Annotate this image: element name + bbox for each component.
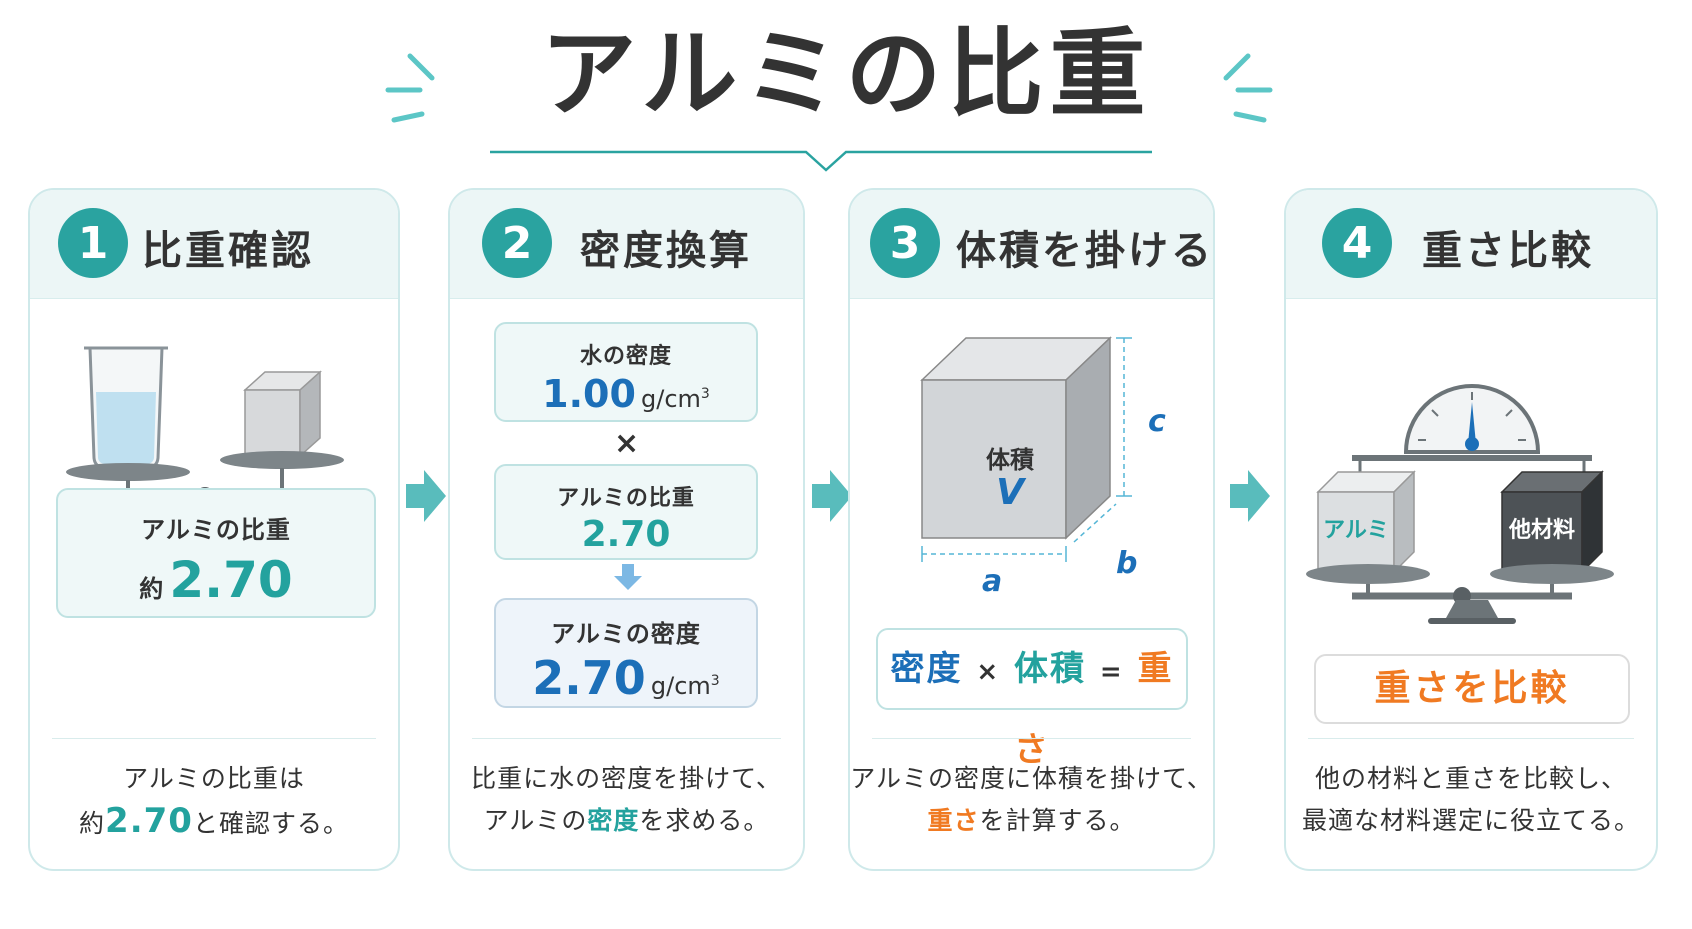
caption-line-2: アルミの密度を求める。 xyxy=(483,806,770,835)
step-title: 密度換算 xyxy=(580,228,752,274)
step-caption: アルミの密度に体積を掛けて、 重さを計算する。 xyxy=(850,758,1213,842)
aluminum-block-label: アルミ xyxy=(1323,518,1389,543)
cube-volume-icon xyxy=(920,336,1132,562)
multiply-sign: × xyxy=(614,426,640,461)
step-header: 4 重さ比較 xyxy=(1286,190,1656,299)
volume-symbol: V xyxy=(996,472,1024,513)
right-arrow-icon xyxy=(1230,470,1270,522)
step-title: 体積を掛ける xyxy=(956,228,1214,274)
box-value: 2.70 xyxy=(169,551,293,609)
divider xyxy=(1308,738,1634,739)
step-number-badge: 1 xyxy=(58,208,128,278)
right-arrow-icon xyxy=(406,470,446,522)
step-number-badge: 2 xyxy=(482,208,552,278)
caption-line-2: 最適な材料選定に役立てる。 xyxy=(1301,806,1640,835)
step-caption: 比重に水の密度を掛けて、 アルミの密度を求める。 xyxy=(450,758,803,842)
unit: g/cm3 xyxy=(641,385,710,413)
specific-gravity-box: アルミの比重 2.70 xyxy=(494,464,758,560)
caption-highlight: 密度 xyxy=(587,806,640,835)
right-arrow-icon xyxy=(812,470,852,522)
step-caption: 他の材料と重さを比較し、 最適な材料選定に役立てる。 xyxy=(1286,758,1656,842)
formula-volume: 体積 xyxy=(1014,649,1086,689)
page-title: アルミの比重 xyxy=(540,18,1152,130)
formula-equals: = xyxy=(1099,657,1124,687)
caption-value: 2.70 xyxy=(105,801,193,841)
caption-line-2: 重さを計算する。 xyxy=(927,806,1136,835)
weight-formula-box: 密度 × 体積 = 重さ xyxy=(876,628,1188,770)
step-header: 2 密度換算 xyxy=(450,190,803,299)
step-card-1: 1 比重確認 アルミの比重 約 2.70 xyxy=(28,188,400,871)
step-title: 比重確認 xyxy=(142,228,314,274)
aluminum-density-box: アルミの密度 2.70 g/cm3 xyxy=(494,598,758,708)
formula-weight: 重さ xyxy=(1014,649,1174,770)
dial-gauge-icon xyxy=(1403,384,1541,454)
balance-scale-icon xyxy=(1306,384,1614,605)
step-title: 重さ比較 xyxy=(1422,228,1594,274)
caption-line-1: アルミの比重は xyxy=(123,764,305,793)
water-density-box: 水の密度 1.00 g/cm3 xyxy=(494,322,758,422)
step-header: 1 比重確認 xyxy=(30,190,398,299)
caption-highlight: 重さ xyxy=(927,806,980,835)
formula-density: 密度 xyxy=(890,649,963,689)
density-label: アルミの密度 xyxy=(551,620,701,648)
scale-base xyxy=(1428,600,1516,624)
step-card-4: 4 重さ比較 アルミ xyxy=(1284,188,1658,871)
divider xyxy=(472,738,781,739)
step-number-badge: 3 xyxy=(870,208,940,278)
box-prefix: 約 xyxy=(139,575,165,603)
box-label: アルミの比重 xyxy=(141,516,291,544)
burst-lines-left-icon xyxy=(385,53,435,123)
caption-line-2: 約2.70と確認する。 xyxy=(79,801,349,841)
gravity-label: アルミの比重 xyxy=(557,486,695,511)
gravity-value: 2.70 xyxy=(581,514,671,555)
caption-line-1: 比重に水の密度を掛けて、 xyxy=(471,764,782,793)
other-material-block-label: 他材料 xyxy=(1508,518,1575,543)
unit: g/cm3 xyxy=(650,672,720,700)
dimension-a-label: a xyxy=(982,564,1003,599)
step-card-2: 2 密度換算 水の密度 1.00 g/cm3 × アルミの比重 2.70 アルミ… xyxy=(448,188,805,871)
aluminum-cube-icon xyxy=(243,370,322,458)
divider xyxy=(52,738,376,739)
caption-line-1: 他の材料と重さを比較し、 xyxy=(1314,764,1627,793)
step-caption: アルミの比重は 約2.70と確認する。 xyxy=(30,758,398,845)
specific-gravity-box: アルミの比重 約 2.70 xyxy=(56,488,376,618)
dimension-b-label: b xyxy=(1116,546,1138,581)
compare-weight-box: 重さを比較 xyxy=(1314,654,1630,724)
step-header: 3 体積を掛ける xyxy=(850,190,1213,299)
burst-lines-right-icon xyxy=(1223,53,1273,123)
density-value: 2.70 xyxy=(532,651,646,705)
water-density-value: 1.00 xyxy=(542,372,636,416)
title-area: アルミの比重 xyxy=(0,0,1692,175)
step-number-badge: 4 xyxy=(1322,208,1392,278)
step-card-3: 3 体積を掛ける 体積 V a b c 密度 × 体積 = 重さ アルミの密度に… xyxy=(848,188,1215,871)
dimension-c-label: c xyxy=(1148,404,1166,439)
water-density-label: 水の密度 xyxy=(579,344,672,369)
cube-label: 体積 xyxy=(986,446,1034,474)
title-underline xyxy=(490,150,1152,172)
beaker-icon xyxy=(84,346,168,470)
divider xyxy=(872,738,1191,739)
down-arrow-icon xyxy=(614,564,642,590)
caption-line-1: アルミの密度に体積を掛けて、 xyxy=(850,764,1213,793)
formula-times: × xyxy=(976,657,1001,687)
